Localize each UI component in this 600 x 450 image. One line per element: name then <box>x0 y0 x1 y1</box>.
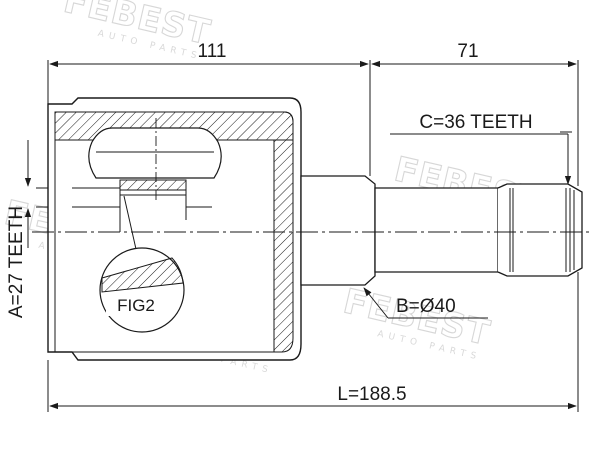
total-length-value: L=188.5 <box>337 384 406 405</box>
dim-housing-length: 111 <box>49 41 369 68</box>
dim-seat-diameter: B=Ø40 <box>363 287 488 319</box>
detail-label: FIG2 <box>117 296 155 315</box>
dim-outer-spline: C=36 TEETH <box>390 112 572 185</box>
seat-diameter-value: B=Ø40 <box>396 296 456 317</box>
shaft <box>300 175 583 286</box>
detail-fig2: FIG2 <box>99 195 185 333</box>
shaft-length-value: 71 <box>457 41 478 62</box>
extension-lines <box>36 60 579 412</box>
outer-spline-value: C=36 TEETH <box>419 112 532 133</box>
joint-housing <box>47 97 302 361</box>
housing-length-value: 111 <box>198 41 227 62</box>
outer-spline <box>509 188 575 272</box>
dim-inner-spline: A=27 TEETH <box>6 140 32 318</box>
dim-shaft-length: 71 <box>371 41 577 68</box>
inner-spline-value: A=27 TEETH <box>6 206 27 318</box>
dim-total-length: L=188.5 <box>49 384 577 410</box>
